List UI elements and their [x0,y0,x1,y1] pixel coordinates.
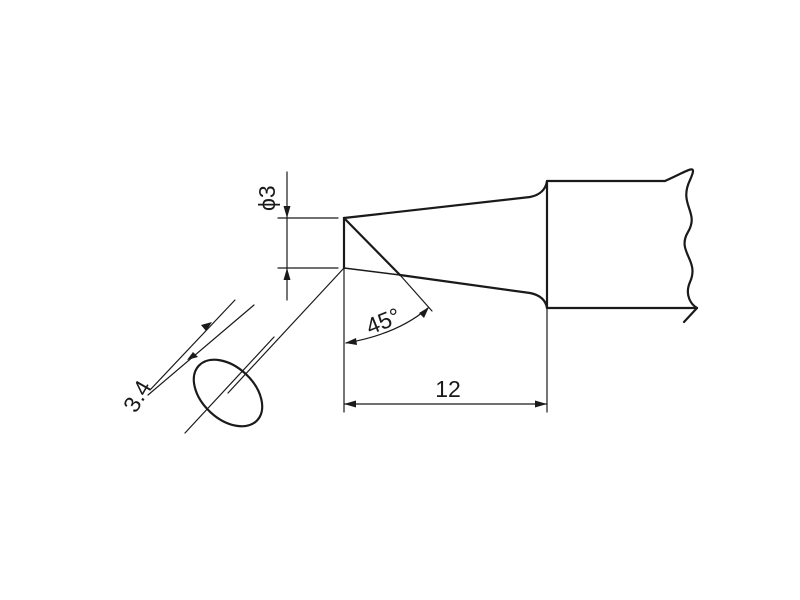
projection-line [227,267,345,394]
angle-arrow-left [345,338,357,345]
tip-outline [342,168,699,324]
diameter-label: ϕ3 [254,185,280,211]
angle-extension-line [399,274,433,312]
detail-extension-lower [184,336,275,434]
detail-dimension-line [147,304,255,396]
tip-bevel-face [342,216,402,277]
tip-bevel-bottom [343,267,401,276]
tip-lower-taper [398,273,699,310]
bevel-width-label: 3.4 [118,376,157,417]
angle-dimension: 45° [345,274,433,345]
length-arrow-left [344,400,356,408]
length-dimension: 12 [343,267,548,413]
detail-arrow-lower [187,352,198,360]
diameter-arrow-top [283,206,291,218]
tip-upper-taper [342,179,667,220]
detail-extension-upper [149,299,236,391]
detail-arrow-upper [201,322,212,331]
angle-label: 45° [362,302,404,339]
length-label: 12 [435,376,461,402]
diameter-arrow-bottom [283,268,291,280]
bevel-detail-view: 3.4 [118,267,345,434]
shank-break-line [663,168,699,324]
angle-arrow-right [419,307,429,318]
bevel-face-ellipse [192,358,264,428]
length-arrow-right [535,400,547,408]
diameter-dimension: ϕ3 [254,171,339,301]
